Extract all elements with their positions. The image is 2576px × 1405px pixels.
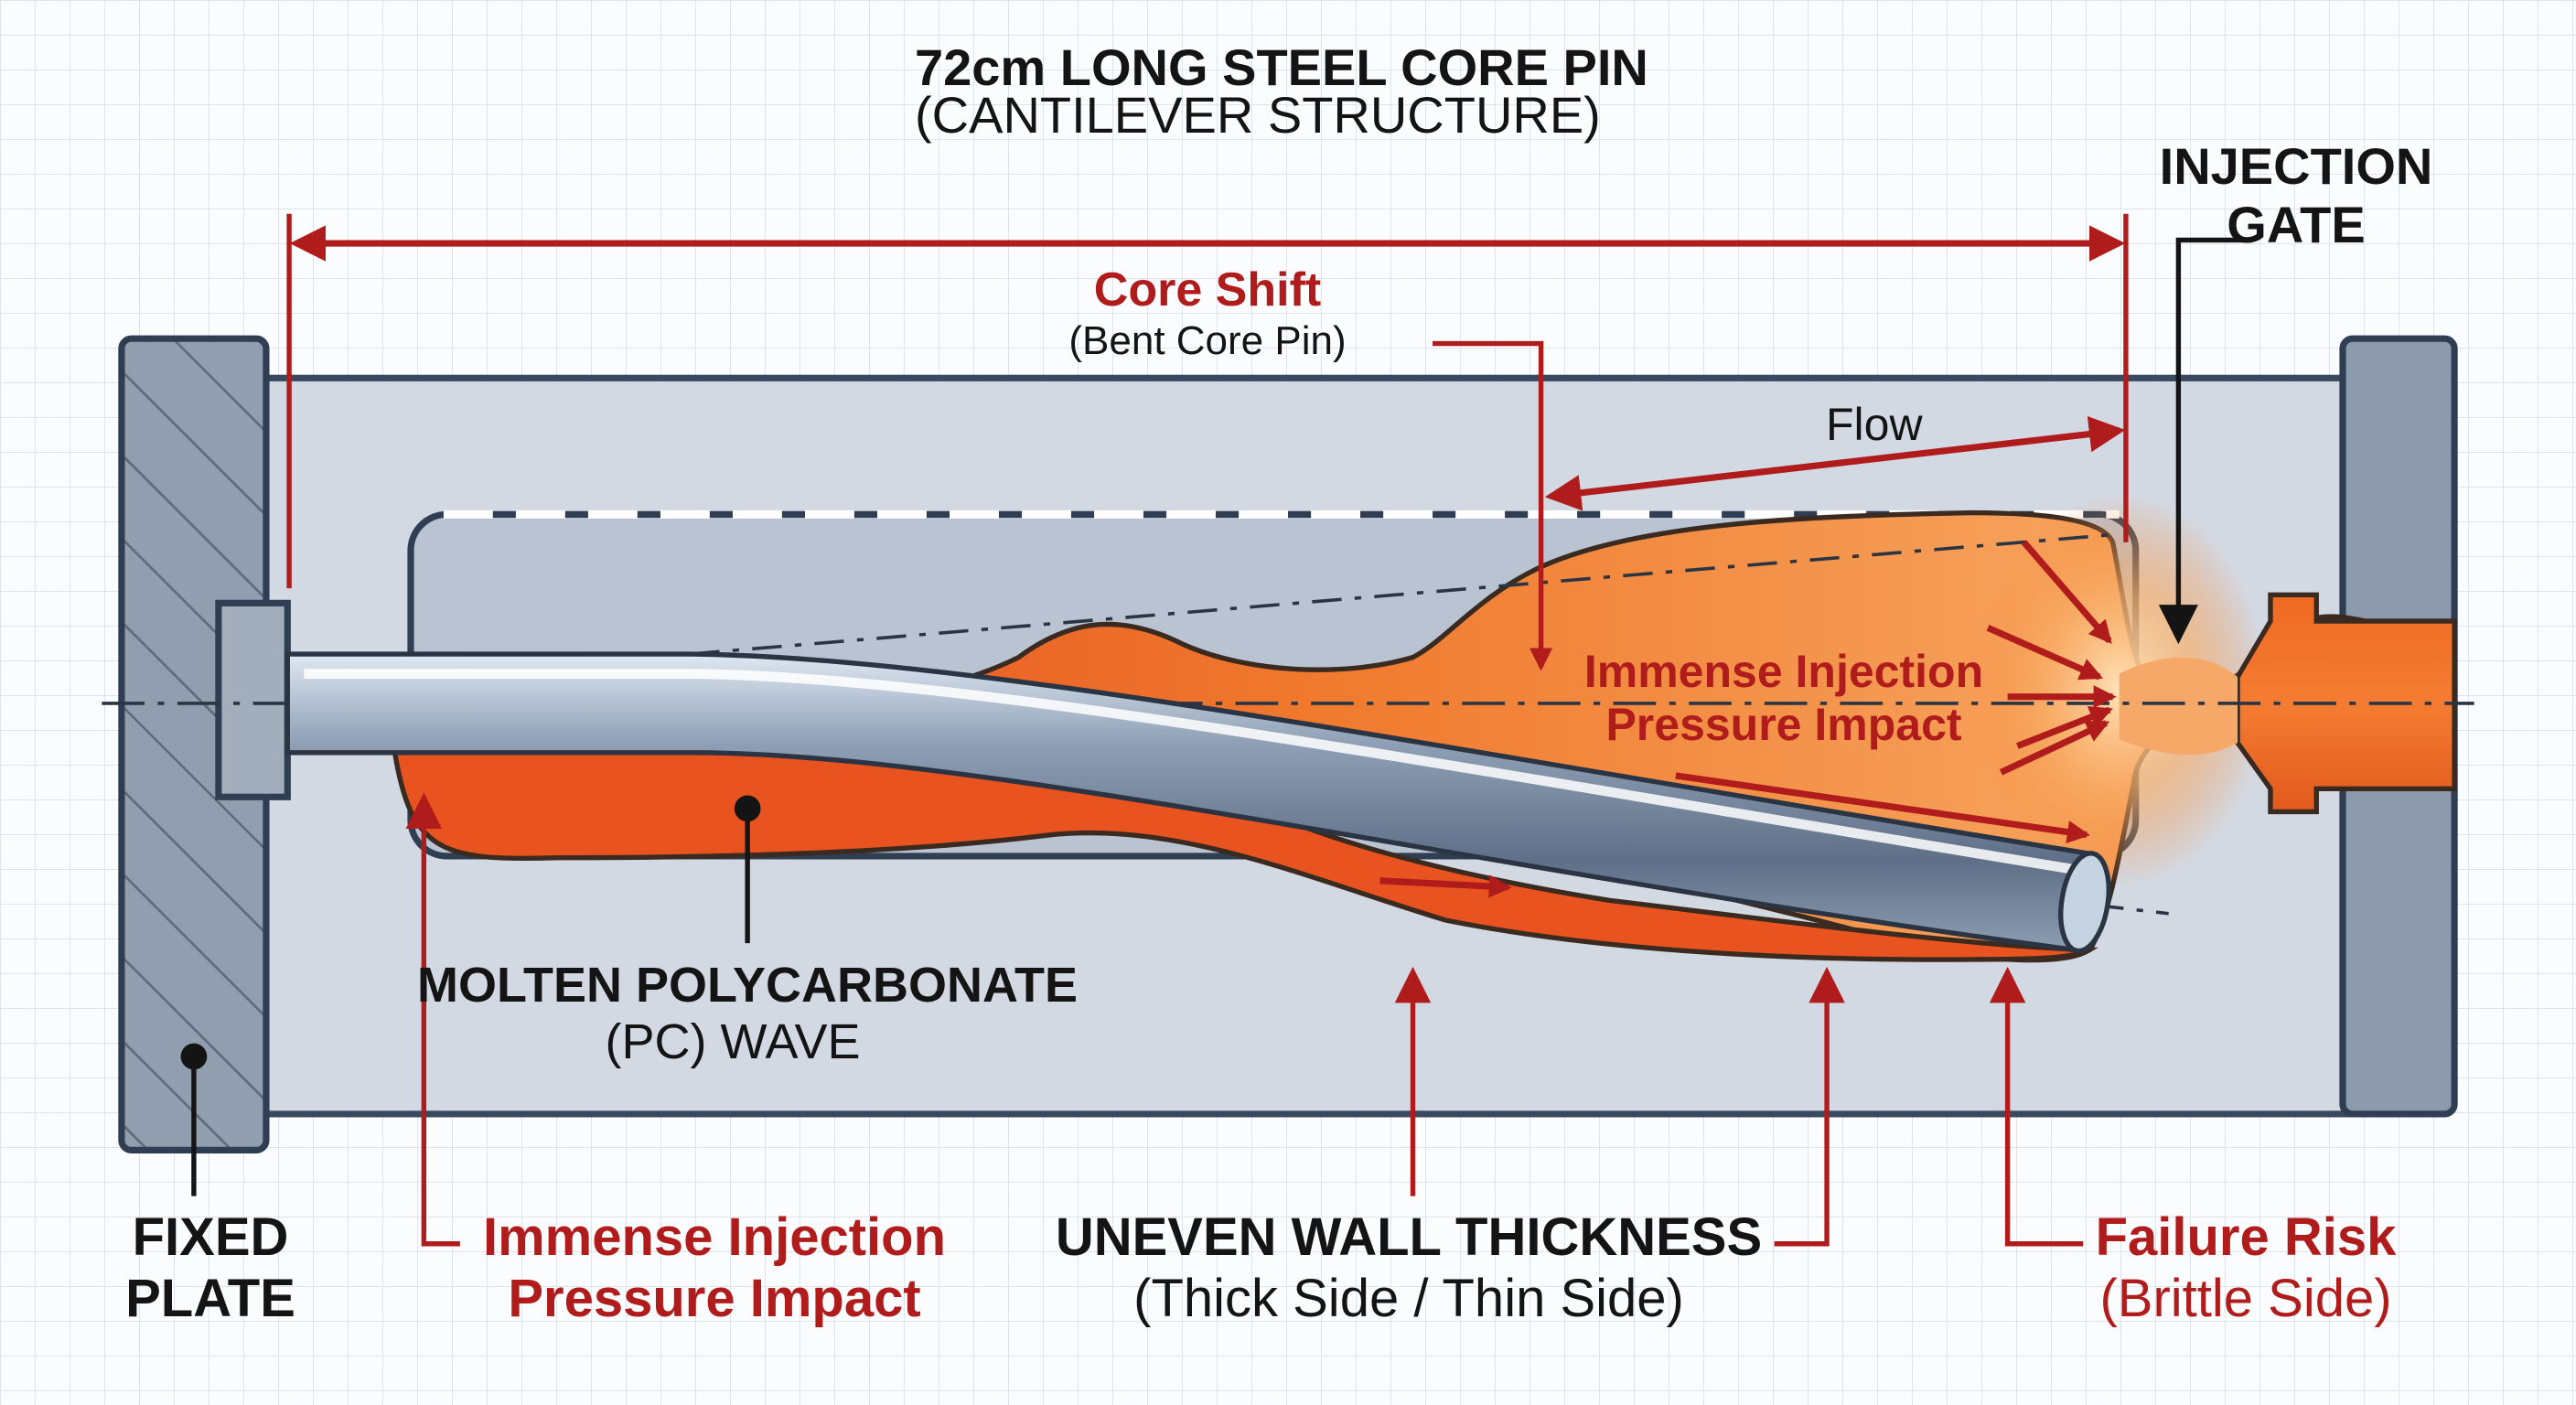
pressure-arrow	[2021, 540, 2112, 644]
uneven-wall-label: UNEVEN WALL THICKNESS (Thick Side / Thin…	[1052, 1207, 1766, 1329]
pin-tip	[2058, 851, 2111, 954]
pressure-inner-line2: Pressure Impact	[1605, 698, 1962, 750]
failure-risk-line2: (Brittle Side)	[2099, 1268, 2392, 1328]
pressure-bottom-leader	[405, 792, 460, 1247]
pin-clamp	[215, 599, 291, 800]
failure-risk-line1: Failure Risk	[2095, 1207, 2397, 1267]
failure-risk-label: Failure Risk (Brittle Side)	[2077, 1207, 2415, 1329]
injection-gate-line2: GATE	[2227, 196, 2366, 254]
failure-risk-leader	[1989, 966, 2084, 1247]
pressure-arrow	[2016, 706, 2113, 749]
pressure-bottom-label: Immense Injection Pressure Impact	[472, 1207, 957, 1329]
gate-throat	[2119, 657, 2238, 756]
injection-gate-label: INJECTION GATE	[2159, 137, 2433, 255]
core-shift-label: Core Shift (Bent Core Pin)	[1061, 263, 1354, 364]
pressure-arrow	[1675, 772, 2090, 844]
fixed-plate-line1: FIXED	[132, 1207, 289, 1267]
title-line2: (CANTILEVER STRUCTURE)	[915, 86, 1601, 144]
pressure-arrow	[1986, 624, 2104, 681]
core-shift-line2: (Bent Core Pin)	[1068, 317, 1347, 363]
gate-nozzle	[2235, 592, 2457, 815]
pin-highlight	[304, 669, 2085, 876]
pressure-inner-line1: Immense Injection	[1583, 646, 1984, 697]
injection-gate-leader	[2158, 237, 2251, 645]
fixed-plate-line2: PLATE	[125, 1268, 295, 1328]
title-line1: 72cm LONG STEEL CORE PIN	[915, 38, 1648, 96]
wall-leader-thin	[1774, 966, 1845, 1247]
pressure-bottom-line2: Pressure Impact	[508, 1268, 921, 1328]
pressure-bottom-line1: Immense Injection	[482, 1207, 947, 1267]
molten-pc-label: MOLTEN POLYCARBONATE (PC) WAVE	[417, 957, 1079, 1070]
uneven-wall-line2: (Thick Side / Thin Side)	[1133, 1268, 1684, 1328]
pressure-inner-label: Immense Injection Pressure Impact	[1583, 646, 1985, 751]
flow-label: Flow	[1826, 399, 1923, 450]
injection-gate-line1: INJECTION	[2159, 137, 2433, 195]
molten-pc-line1: MOLTEN POLYCARBONATE	[417, 958, 1079, 1013]
uneven-wall-line1: UNEVEN WALL THICKNESS	[1055, 1207, 1763, 1267]
core-shift-line1: Core Shift	[1093, 263, 1322, 316]
deflection-reference-line	[690, 532, 2120, 656]
fixed-plate-label: FIXED PLATE	[110, 1207, 311, 1329]
pressure-arrow	[1379, 874, 1512, 898]
pressure-arrow	[1999, 720, 2110, 776]
core-shift-leader	[1433, 340, 1553, 671]
flow-arrow	[1544, 415, 2126, 511]
molten-pc-line2: (PC) WAVE	[605, 1014, 861, 1070]
